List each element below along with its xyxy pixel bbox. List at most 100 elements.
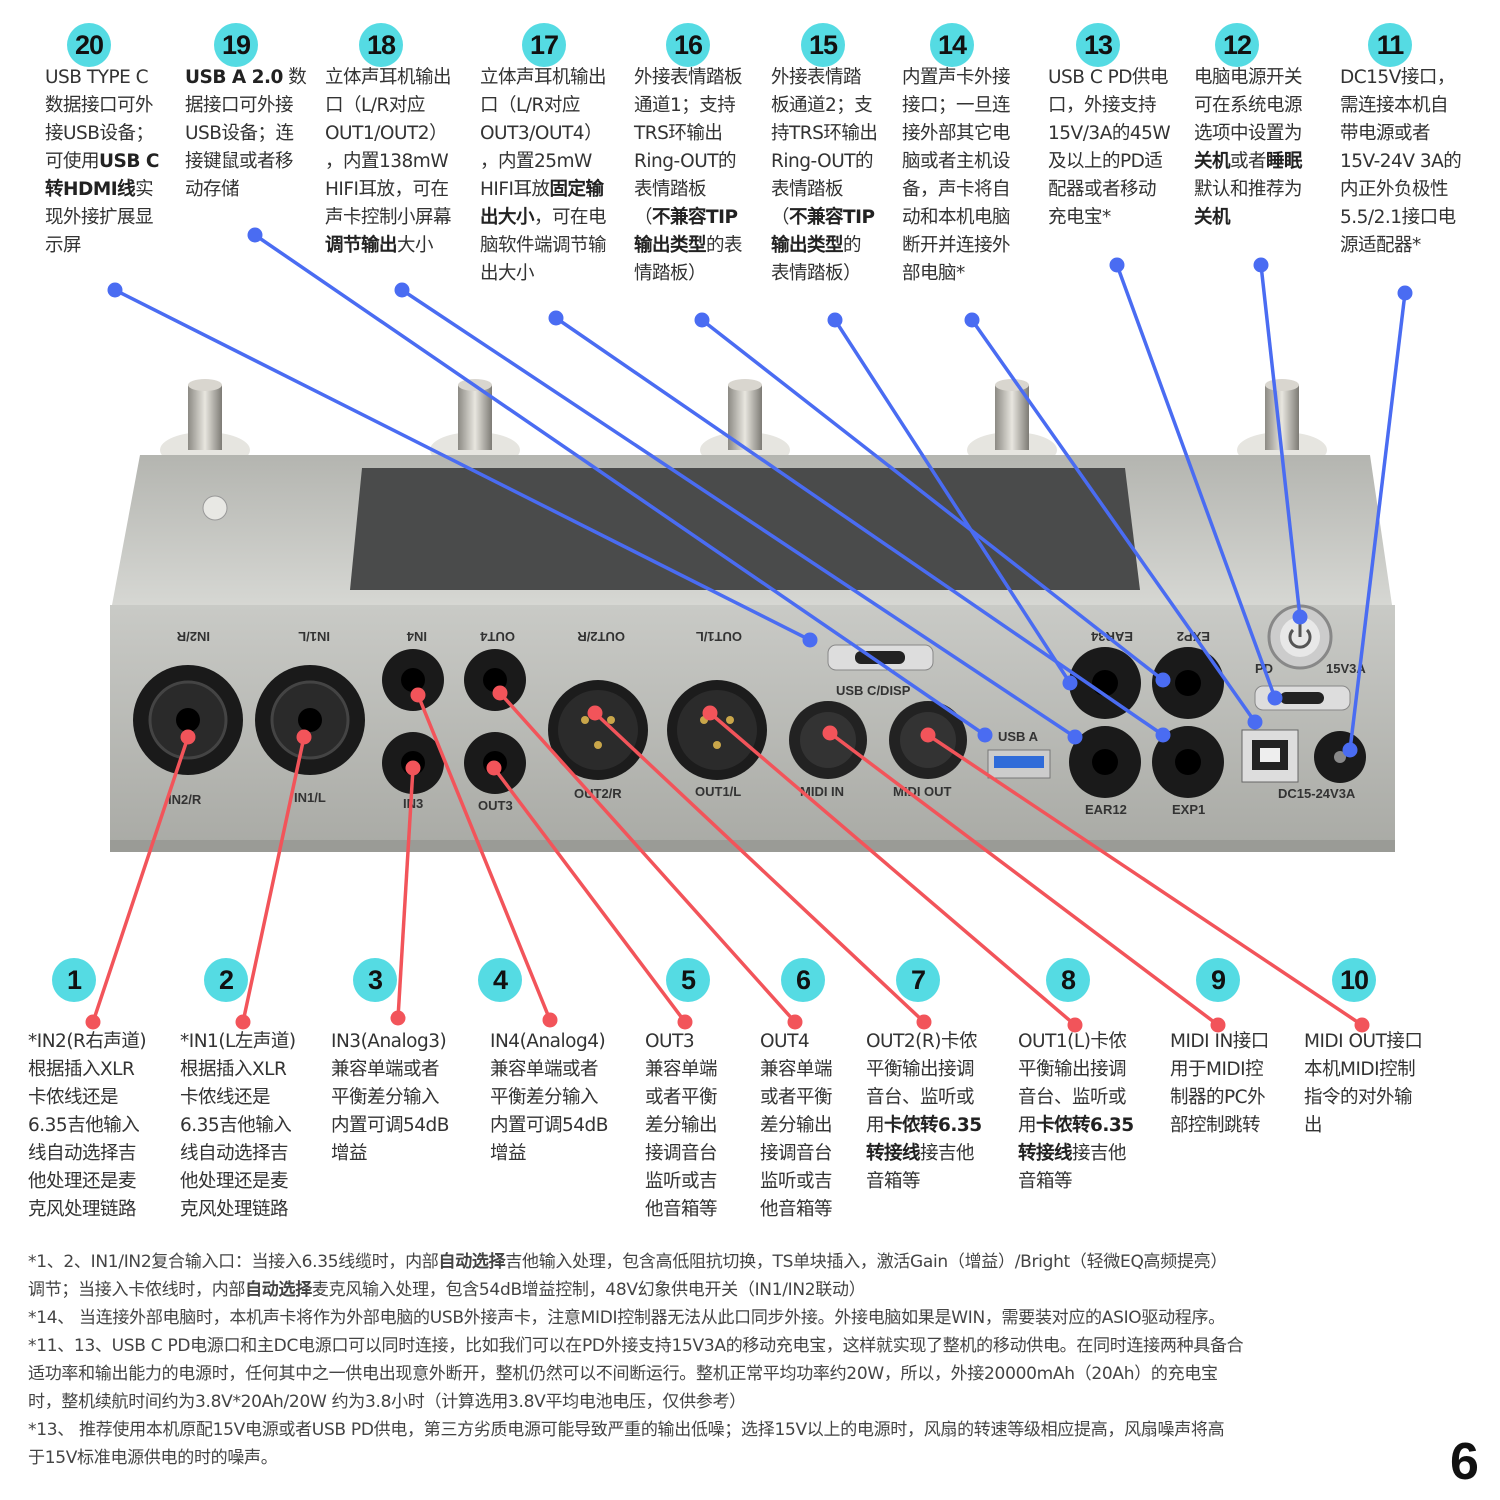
callout-line: 兼容单端: [645, 1056, 718, 1084]
callout-line: 增益: [331, 1140, 449, 1168]
text-segment: 立体声耳机输出: [480, 67, 607, 88]
footswitch-3: [700, 379, 790, 468]
label-out3: OUT3: [478, 798, 513, 813]
text-segment: 他处理还是麦: [28, 1171, 137, 1192]
combo-jack-in1: [255, 665, 365, 775]
leader-2-start-dot: [235, 1014, 251, 1030]
leader-4-start-dot: [542, 1012, 558, 1028]
leader-17-start-dot: [548, 310, 564, 326]
top-badge-13: 13: [1076, 23, 1120, 67]
callout-line: 转接线接吉他: [866, 1140, 982, 1168]
callout-line: 差分输出: [645, 1112, 718, 1140]
callout-line: 表情踏板）: [771, 260, 877, 288]
leader-5-line: [492, 766, 687, 1024]
callout-line: 接调音台: [645, 1140, 718, 1168]
text-segment: 接口；一旦连: [902, 95, 1011, 116]
text-segment: 克风处理链路: [180, 1199, 289, 1220]
text-segment: 表情踏板: [634, 179, 707, 200]
callout-line: Ring-OUT的: [634, 148, 742, 176]
callout-line: 出: [1304, 1112, 1422, 1140]
bottom-badge-1: 1: [52, 958, 96, 1002]
callout-line: 断开并连接外: [902, 232, 1011, 260]
leader-7-start-dot: [916, 1014, 932, 1030]
text-segment: 制器的PC外: [1170, 1087, 1266, 1108]
text-segment: 接调音台: [760, 1143, 833, 1164]
callout-line: MIDI IN接口: [1170, 1028, 1269, 1056]
label-dc: DC15-24V3A: [1278, 786, 1356, 801]
emphasis-text: 调节输出: [325, 235, 398, 256]
text-segment: 或者平衡: [760, 1087, 833, 1108]
callout-line: 立体声耳机输出: [480, 64, 607, 92]
leader-12-line: [1259, 264, 1302, 618]
callout-line: 表情踏板: [771, 176, 877, 204]
text-segment: 兼容单端: [760, 1059, 833, 1080]
callout-line: 指令的对外输: [1304, 1084, 1422, 1112]
text-segment: 适功率和输出能力的电源时，任何其中之一供电出现意外断开，整机仍然可以不间断运行。…: [28, 1364, 1218, 1384]
text-segment: 板通道2；支: [771, 95, 873, 116]
callout-line: 5.5/2.1接口电: [1340, 204, 1461, 232]
leader-18-end-dot: [1067, 729, 1083, 745]
emphasis-text: 卡侬转6.35: [884, 1115, 982, 1136]
text-segment: 平衡输出接调: [1018, 1059, 1127, 1080]
text-segment: 电脑电源开关: [1194, 67, 1303, 88]
leader-9-end-dot: [822, 725, 838, 741]
text-segment: OUT3: [645, 1031, 695, 1052]
text-segment: 用于MIDI控: [1170, 1059, 1264, 1080]
text-segment: TRS环输出: [634, 123, 723, 144]
emphasis-text: 关机: [1194, 151, 1231, 172]
footnote-line: 时，整机续航时间约为3.8V*20Ah/20W 约为3.8小时（计算选用3.8V…: [28, 1388, 1468, 1416]
text-segment: *IN1(L左声道): [180, 1031, 296, 1052]
emphasis-text: 输出类型: [634, 235, 707, 256]
callout-line: HIFI耳放，可在: [325, 176, 451, 204]
top-badge-20: 20: [67, 23, 111, 67]
callout-line: 线自动选择吉: [28, 1140, 146, 1168]
callout-line: 平衡输出接调: [1018, 1056, 1134, 1084]
callout-line: 口（L/R对应: [480, 92, 606, 120]
callout-line: 持TRS环输出: [771, 120, 878, 148]
top-badge-14: 14: [930, 23, 974, 67]
callout-line: 部控制跳转: [1170, 1112, 1269, 1140]
callout-line: 动存储: [185, 176, 306, 204]
text-segment: 平衡输出接调: [866, 1059, 975, 1080]
text-segment: 断开并连接外: [902, 235, 1011, 256]
text-segment: OUT3/OUT4）: [480, 123, 603, 144]
leader-8-line: [708, 711, 1077, 1027]
footnote-line: 于15V标准电源供电的时的噪声。: [28, 1444, 1468, 1472]
callout-line: 平衡输出接调: [866, 1056, 982, 1084]
text-segment: 克风处理链路: [28, 1199, 137, 1220]
callout-line: Ring-OUT的: [771, 148, 877, 176]
emphasis-text: 自动选择: [438, 1252, 506, 1272]
bottom-badge-7: 7: [896, 958, 940, 1002]
label-exp1: EXP1: [1172, 802, 1205, 817]
text-segment: 根据插入XLR: [180, 1059, 287, 1080]
text-segment: 需连接本机自: [1340, 95, 1449, 116]
callout-line: 15V-24V 3A的: [1340, 148, 1462, 176]
callout-line: 可使用USB C: [45, 148, 159, 176]
callout-line: 板通道2；支: [771, 92, 877, 120]
emphasis-text: 睡眠: [1266, 151, 1303, 172]
usb-b-port: [1241, 729, 1299, 783]
text-segment: ，可在电: [534, 207, 607, 228]
leader-14-end-dot: [1247, 714, 1263, 730]
text-segment: 示屏: [45, 235, 82, 256]
text-segment: 5.5/2.1接口电: [1340, 207, 1456, 228]
text-segment: *13、 推荐使用本机原配15V电源或者USB PD供电，第三方劣质电源可能导致…: [28, 1420, 1225, 1440]
emphasis-text: USB A 2.0: [185, 67, 283, 88]
callout-line: 监听或吉: [760, 1168, 833, 1196]
text-segment: 外接表情踏板: [634, 67, 743, 88]
callout-line: 充电宝*: [1048, 204, 1170, 232]
leader-6-end-dot: [492, 685, 508, 701]
callout-line: OUT1(L)卡侬: [1018, 1028, 1134, 1056]
text-segment: 脑软件端调节输: [480, 235, 607, 256]
text-segment: 他音箱等: [645, 1199, 718, 1220]
text-segment: 可在系统电源: [1194, 95, 1303, 116]
text-segment: 口，外接支持: [1048, 95, 1157, 116]
text-segment: 线自动选择吉: [28, 1143, 137, 1164]
leader-11-line: [1348, 292, 1407, 751]
callout-line: 兼容单端或者: [331, 1056, 449, 1084]
xlr-out1l: [667, 680, 767, 780]
text-segment: 出: [1304, 1115, 1323, 1136]
